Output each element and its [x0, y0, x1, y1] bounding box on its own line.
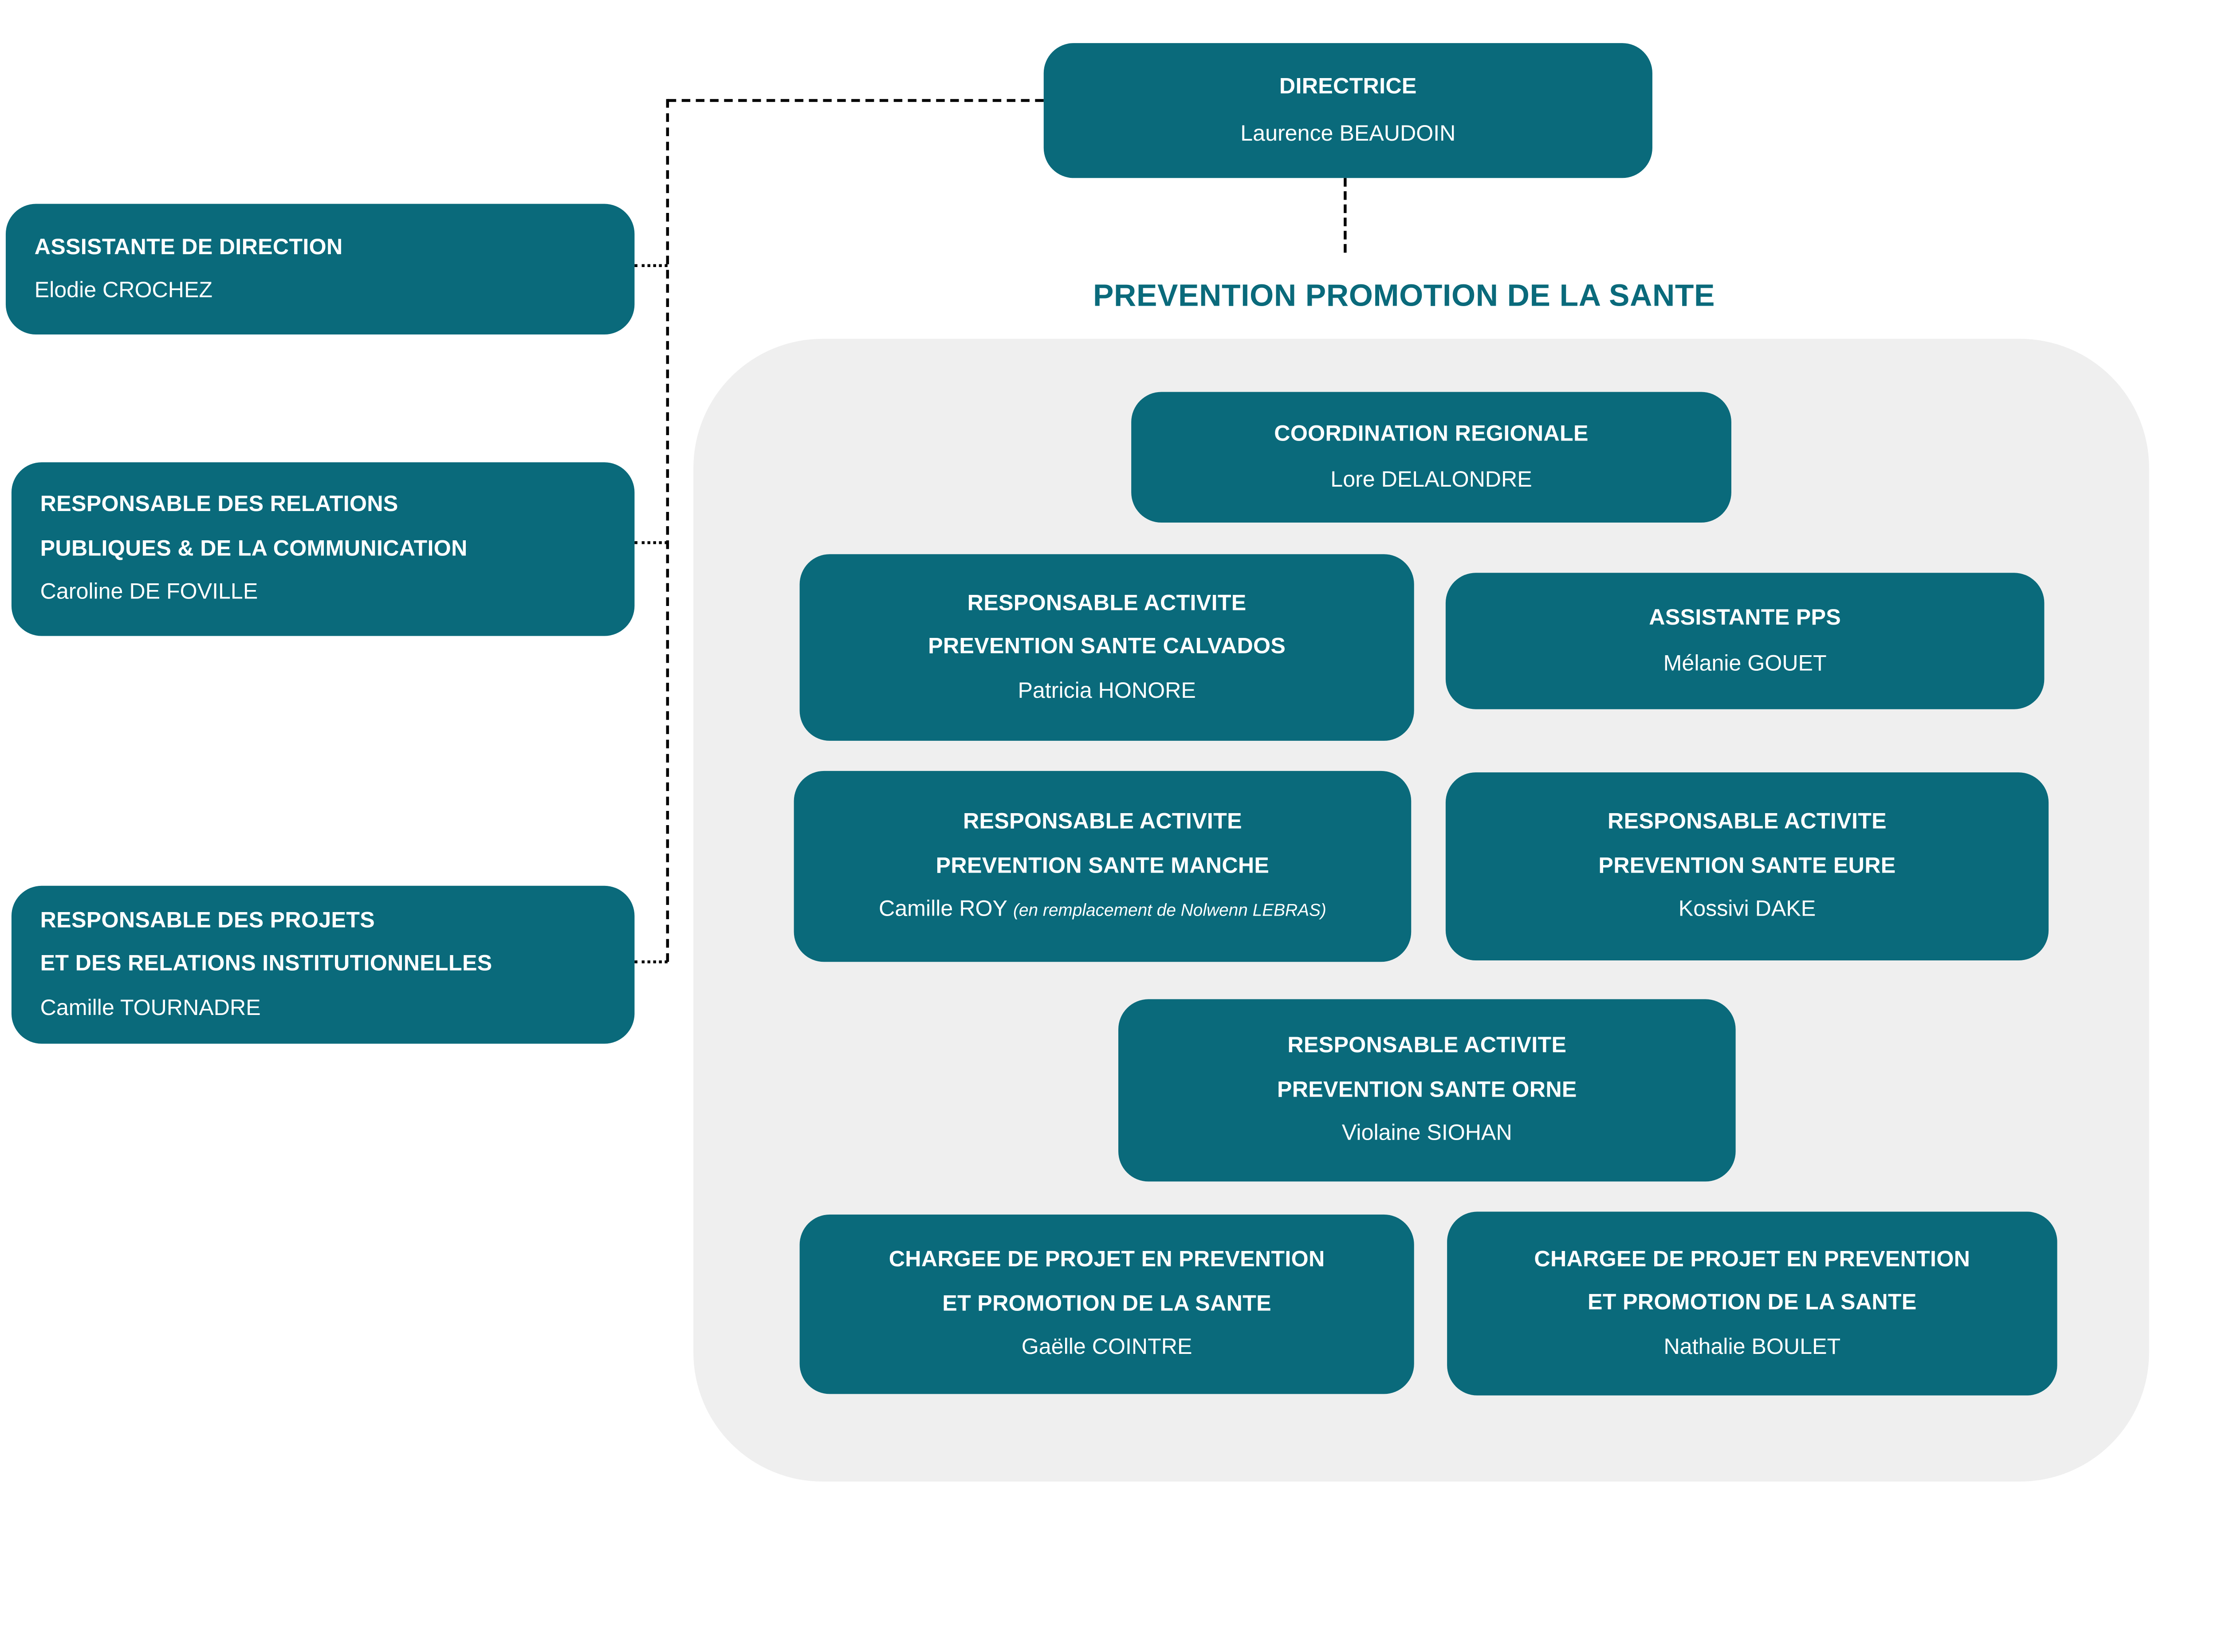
org-chart-canvas: PREVENTION PROMOTION DE LA SANTE DIRECTR… — [5, 43, 2149, 1482]
box-person-name: Caroline DE FOVILLE — [40, 580, 258, 605]
box-person-name: Laurence BEAUDOIN — [1240, 121, 1456, 146]
replacement-note: (en remplacement de Nolwenn LEBRAS) — [1013, 900, 1326, 920]
connector-stub-assistante — [634, 264, 668, 267]
box-person-name: Kossivi DAKE — [1678, 897, 1816, 922]
connector-directrice-horizontal — [667, 99, 1044, 102]
box-title-line1: RESPONSABLE ACTIVITE — [967, 591, 1247, 616]
box-title-line1: CHARGEE DE PROJET EN PREVENTION — [889, 1248, 1325, 1273]
box-person-name: Nathalie BOULET — [1664, 1334, 1841, 1359]
section-heading: PREVENTION PROMOTION DE LA SANTE — [1093, 278, 1715, 313]
box-title: ASSISTANTE PPS — [1649, 605, 1841, 630]
box-title-line2: PUBLIQUES & DE LA COMMUNICATION — [40, 536, 468, 561]
box-person-name: Mélanie GOUET — [1663, 652, 1827, 677]
box-directrice: DIRECTRICE Laurence BEAUDOIN — [1043, 43, 1652, 178]
box-relations-publiques: RESPONSABLE DES RELATIONS PUBLIQUES & DE… — [11, 462, 635, 636]
box-title-line2: ET DES RELATIONS INSTITUTIONNELLES — [40, 952, 492, 977]
box-title-line2: PREVENTION SANTE MANCHE — [936, 854, 1270, 878]
box-person-name: Patricia HONORE — [1018, 678, 1196, 703]
box-title-line1: CHARGEE DE PROJET EN PREVENTION — [1534, 1247, 1970, 1272]
box-title: ASSISTANTE DE DIRECTION — [34, 235, 343, 260]
box-title-line1: RESPONSABLE ACTIVITE — [963, 810, 1242, 835]
box-title: COORDINATION REGIONALE — [1274, 421, 1589, 446]
box-person-name: Gaëlle COINTRE — [1021, 1335, 1192, 1360]
box-assistante-direction: ASSISTANTE DE DIRECTION Elodie CROCHEZ — [5, 204, 635, 335]
box-person-name: Camille TOURNADRE — [40, 995, 261, 1020]
connector-vertical-left — [666, 99, 669, 962]
box-projets-institutionnels: RESPONSABLE DES PROJETS ET DES RELATIONS… — [11, 885, 635, 1044]
box-title: DIRECTRICE — [1279, 75, 1417, 99]
box-coordination-regionale: COORDINATION REGIONALE Lore DELALONDRE — [1131, 392, 1731, 523]
box-person-name: Camille ROY — [879, 897, 1007, 922]
box-title-line2: PREVENTION SANTE EURE — [1598, 854, 1896, 878]
box-title-line1: RESPONSABLE DES PROJETS — [40, 909, 375, 933]
connector-stub-projets — [634, 960, 668, 964]
box-person-name: Lore DELALONDRE — [1330, 468, 1532, 493]
connector-directrice-drop — [1344, 178, 1347, 253]
box-responsable-eure: RESPONSABLE ACTIVITE PREVENTION SANTE EU… — [1445, 772, 2049, 961]
box-responsable-manche: RESPONSABLE ACTIVITE PREVENTION SANTE MA… — [794, 771, 1412, 962]
box-title-line2: ET PROMOTION DE LA SANTE — [942, 1292, 1271, 1317]
box-title-line2: PREVENTION SANTE ORNE — [1277, 1078, 1577, 1102]
box-title-line2: PREVENTION SANTE CALVADOS — [928, 635, 1286, 660]
box-person-name: Violaine SIOHAN — [1341, 1121, 1512, 1146]
box-person-name-line: Camille ROY (en remplacement de Nolwenn … — [879, 897, 1326, 922]
box-title-line2: ET PROMOTION DE LA SANTE — [1587, 1291, 1917, 1316]
box-title-line1: RESPONSABLE DES RELATIONS — [40, 493, 398, 518]
box-responsable-calvados: RESPONSABLE ACTIVITE PREVENTION SANTE CA… — [799, 554, 1414, 741]
box-assistante-pps: ASSISTANTE PPS Mélanie GOUET — [1445, 573, 2045, 709]
connector-stub-relations — [634, 541, 668, 544]
box-chargee-projet-cointre: CHARGEE DE PROJET EN PREVENTION ET PROMO… — [799, 1214, 1414, 1394]
box-title-line1: RESPONSABLE ACTIVITE — [1287, 1034, 1567, 1059]
box-title-line1: RESPONSABLE ACTIVITE — [1608, 810, 1887, 835]
box-person-name: Elodie CROCHEZ — [34, 278, 213, 303]
box-responsable-orne: RESPONSABLE ACTIVITE PREVENTION SANTE OR… — [1118, 999, 1736, 1182]
box-chargee-projet-boulet: CHARGEE DE PROJET EN PREVENTION ET PROMO… — [1447, 1211, 2057, 1396]
